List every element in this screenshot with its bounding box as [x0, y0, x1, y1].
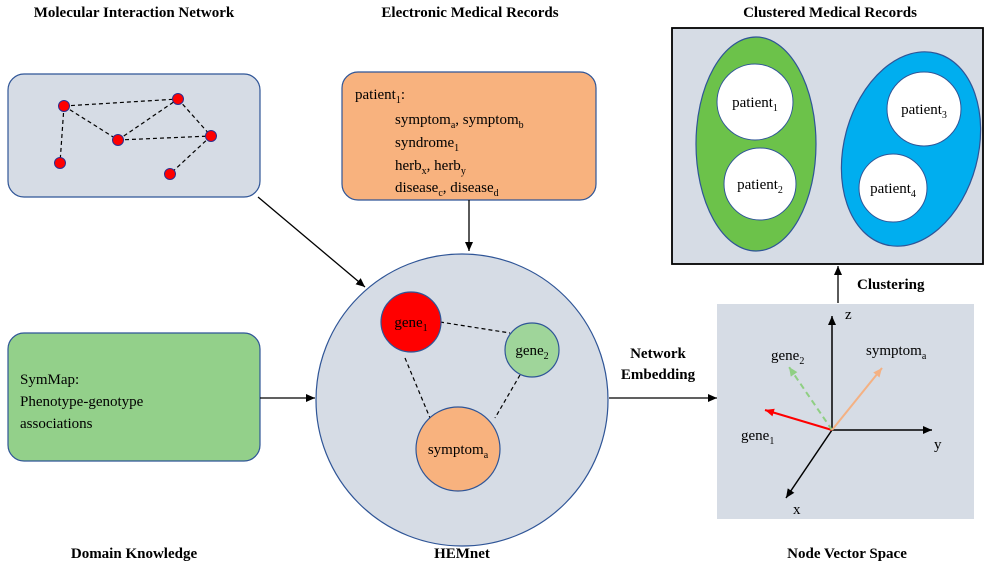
- clustering-label: Clustering: [857, 277, 925, 293]
- emr-diseases: diseasec, diseased​: [395, 180, 499, 199]
- patient-node: [858, 153, 928, 223]
- cluster-patient-2: patient2​: [737, 177, 783, 196]
- axis-z-label: z: [845, 307, 852, 323]
- gene2-node: [504, 322, 560, 378]
- clustered-records-panel: patient1​ patient2​ patient3​ patient4​: [671, 27, 984, 265]
- gene1-vector: [764, 408, 833, 431]
- emr-herbs: herbx, herby​: [395, 158, 466, 177]
- axis-y-label: y: [934, 437, 942, 453]
- vector-symptom-label: symptoma​: [866, 343, 927, 362]
- molecule-node: [205, 130, 217, 142]
- molecule-node: [172, 93, 184, 105]
- hemnet-title: HEMnet: [434, 546, 490, 562]
- patient-node: [886, 71, 962, 147]
- hemnet-gene2-label: gene2​: [515, 343, 548, 362]
- vector-gene1-label: gene1​: [741, 428, 774, 447]
- hemnet-panel: gene1​ gene2​ symptoma​: [315, 253, 609, 547]
- emr-title: Electronic Medical Records: [381, 5, 558, 21]
- cluster-patient-1: patient1​: [732, 95, 778, 114]
- vector-gene2-label: gene2​: [771, 348, 804, 367]
- emr-patient: patient1:: [355, 87, 405, 106]
- molecular-network-panel: [7, 73, 261, 198]
- hemnet-edges: [404, 321, 521, 419]
- symptom-node: [415, 406, 501, 492]
- symmap-label: SymMap:: [20, 372, 79, 388]
- hemnet-gene1-label: gene1​: [394, 315, 427, 334]
- x-axis: [785, 429, 833, 499]
- emr-panel: patient1: symptoma, symptomb​ syndrome1​…: [341, 71, 597, 201]
- molecular-to-hemnet-arrow: [257, 196, 366, 288]
- patient-node: [723, 147, 797, 221]
- hemnet-symptom-label: symptoma​: [428, 442, 489, 461]
- hemnet-circle: [315, 253, 609, 547]
- patient-node: [716, 63, 794, 141]
- symmap-panel: SymMap: Phenotype-genotype associations: [7, 332, 261, 462]
- molecule-node: [58, 100, 70, 112]
- molecule-node: [112, 134, 124, 146]
- molecular-network-box: [7, 73, 261, 198]
- gene2-vector: [788, 366, 833, 431]
- molecule-node: [164, 168, 176, 180]
- symmap-box: [7, 332, 261, 462]
- symptom-vector: [831, 367, 883, 431]
- node-vector-space-title: Node Vector Space: [787, 546, 907, 562]
- emr-symptoms: symptoma, symptomb​: [395, 112, 524, 131]
- symmap-line-2: Phenotype-genotype: [20, 394, 144, 410]
- symmap-line-3: associations: [20, 416, 93, 432]
- vector-space-panel: z y x gene1​ gene2​ symptoma​: [717, 304, 974, 519]
- emr-syndrome: syndrome1​: [395, 135, 459, 154]
- molecular-network-edges: [59, 98, 212, 175]
- cluster-patient-3: patient3​: [901, 102, 947, 121]
- clustered-records-title: Clustered Medical Records: [743, 5, 917, 21]
- embedding-label: Embedding: [621, 367, 696, 383]
- molecule-node: [54, 157, 66, 169]
- axis-x-label: x: [793, 502, 801, 518]
- molecular-network-title: Molecular Interaction Network: [34, 5, 235, 21]
- vector-space-box: [717, 304, 974, 519]
- molecular-network-nodes: [54, 93, 217, 180]
- gene1-node: [380, 291, 442, 353]
- network-label: Network: [630, 346, 686, 362]
- cluster-patient-4: patient4​: [870, 181, 916, 200]
- domain-knowledge-title: Domain Knowledge: [71, 546, 198, 562]
